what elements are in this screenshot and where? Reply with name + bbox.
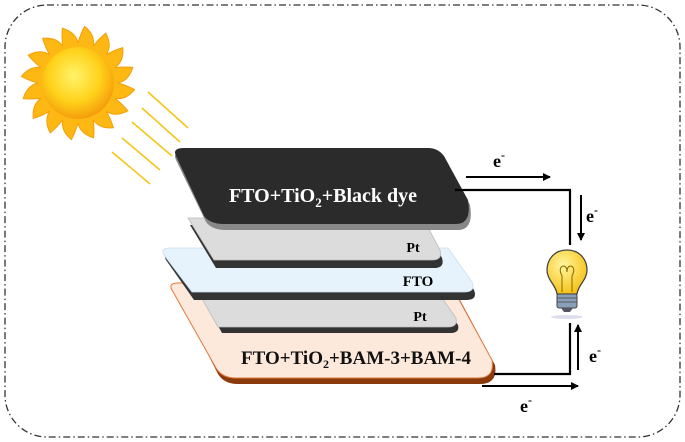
pt-top-label: Pt xyxy=(406,241,420,256)
sun-disk xyxy=(42,47,114,119)
pt-bottom-label: Pt xyxy=(413,310,427,325)
layer-top-black-dye: FTO+TiO2+Black dye xyxy=(175,148,471,230)
fto-label: FTO xyxy=(403,274,434,290)
sun-rays xyxy=(111,91,189,185)
electron-label-right-up: e- xyxy=(589,343,601,366)
layer-pt-bottom: Pt xyxy=(199,294,459,333)
top-layer-label: FTO+TiO2+Black dye xyxy=(229,185,417,210)
dashed-border xyxy=(4,4,681,438)
sun-icon xyxy=(20,25,136,141)
bottom-layer-label: FTO+TiO2+BAM-3+BAM-4 xyxy=(241,348,471,371)
electron-label-bottom: e- xyxy=(520,393,532,416)
electron-label-right-down: e- xyxy=(586,203,598,226)
light-bulb-icon xyxy=(546,249,588,319)
circuit-wires xyxy=(455,188,572,376)
electron-arrows xyxy=(466,173,585,390)
electron-label-top: e- xyxy=(493,148,505,171)
